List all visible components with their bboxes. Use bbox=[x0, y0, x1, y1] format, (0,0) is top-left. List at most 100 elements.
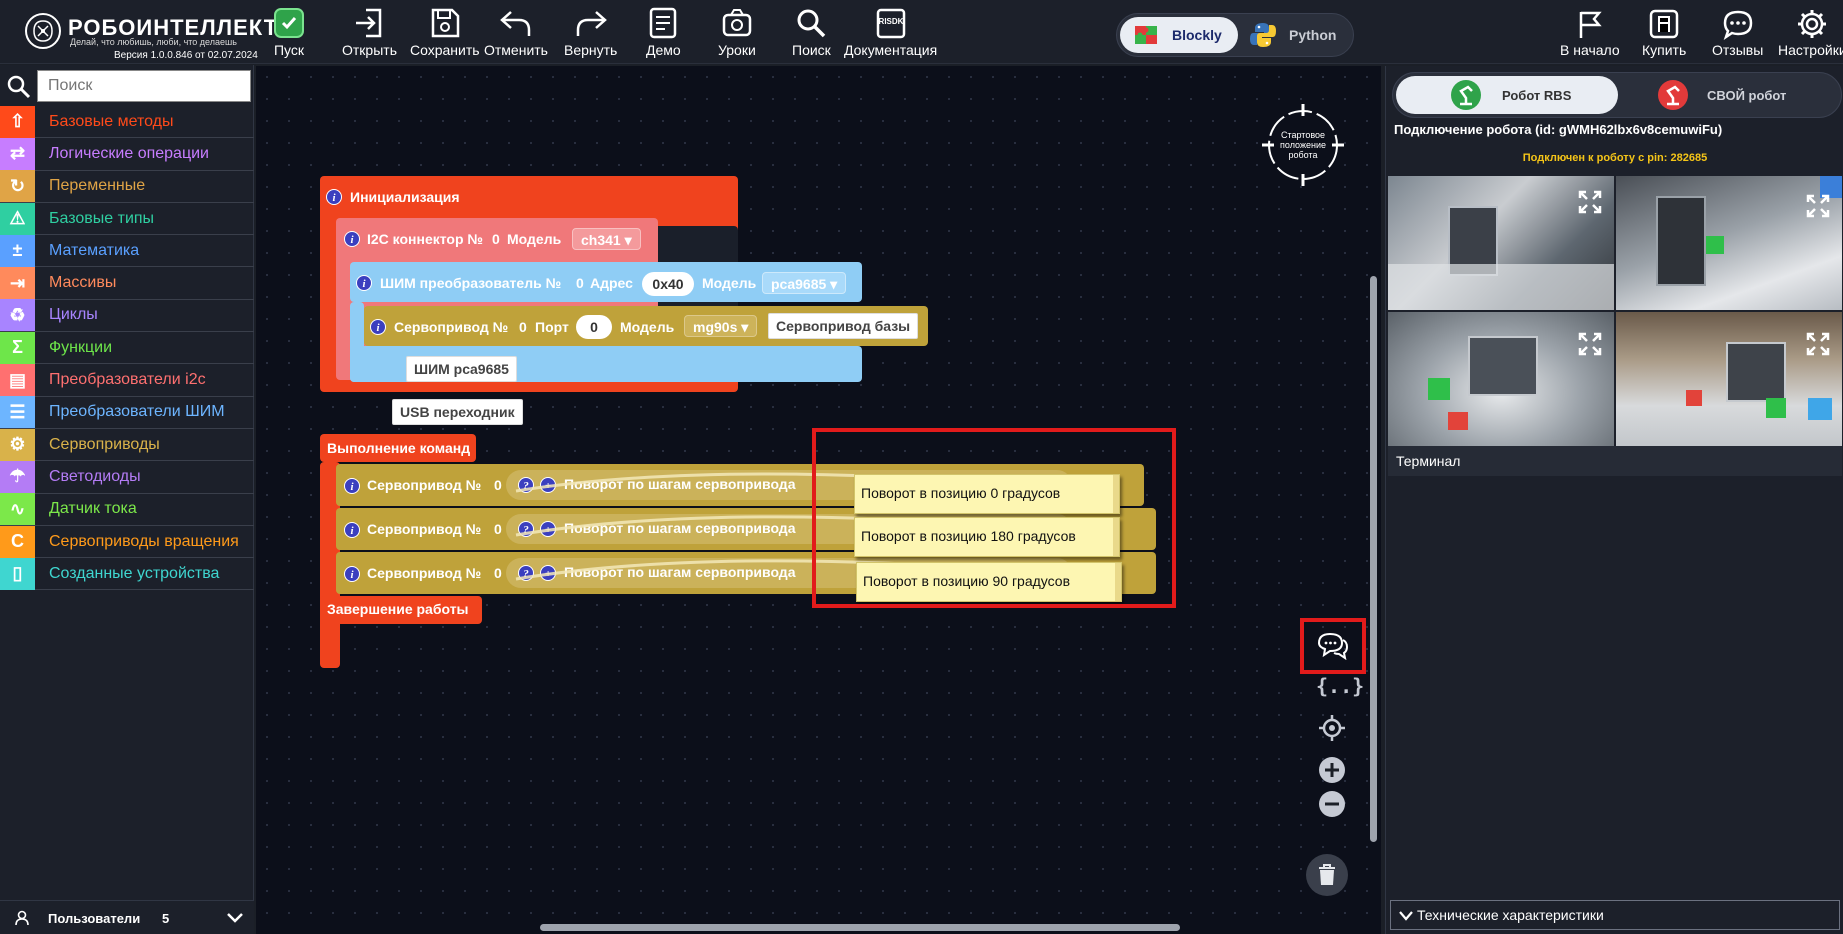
lessons-button[interactable]: Уроки bbox=[718, 6, 756, 58]
buy-button[interactable]: Купить bbox=[1642, 8, 1686, 58]
run-button[interactable]: Пуск bbox=[272, 6, 306, 58]
command-num: 0 bbox=[494, 565, 502, 581]
category-item[interactable]: ☰Преобразователи ШИМ bbox=[0, 396, 254, 429]
category-item[interactable]: ▯Созданные устройства bbox=[0, 557, 254, 591]
code-view-icon[interactable]: {..} bbox=[1316, 674, 1365, 698]
trash-button[interactable] bbox=[1306, 854, 1348, 896]
category-item[interactable]: ⚙Сервоприводы bbox=[0, 428, 254, 462]
servo-model-dropdown[interactable]: mg90s ▾ bbox=[684, 315, 758, 337]
servo-port-field[interactable]: 0 bbox=[576, 315, 612, 339]
category-item[interactable]: ⚠Базовые типы bbox=[0, 202, 254, 236]
users-label: Пользователи bbox=[48, 911, 141, 926]
info-icon[interactable]: i bbox=[344, 231, 360, 247]
pwm-name-field[interactable]: ШИМ pca9685 bbox=[406, 356, 517, 382]
camera-feed[interactable] bbox=[1388, 312, 1614, 446]
camera-robot-shape bbox=[1656, 196, 1706, 286]
category-item[interactable]: ⇧Базовые методы bbox=[0, 105, 254, 139]
command-label: Сервопривод № bbox=[367, 521, 482, 537]
open-button[interactable]: Открыть bbox=[342, 6, 397, 58]
info-icon[interactable]: i bbox=[344, 566, 360, 582]
home-button[interactable]: В начало bbox=[1560, 8, 1620, 58]
start-position-widget[interactable]: Стартовое положение робота bbox=[1262, 104, 1344, 186]
fullscreen-icon[interactable] bbox=[1806, 194, 1830, 218]
servo-name-field[interactable]: Сервопривод базы bbox=[768, 313, 919, 339]
category-item[interactable]: ∿Датчик тока bbox=[0, 493, 254, 526]
fullscreen-icon[interactable] bbox=[1806, 332, 1830, 356]
blockly-workspace[interactable]: Стартовое положение робота i Инициализац… bbox=[256, 66, 1381, 934]
save-label: Сохранить bbox=[410, 42, 480, 58]
category-item[interactable]: ▤Преобразователи i2c bbox=[0, 364, 254, 397]
redo-button[interactable]: Вернуть bbox=[564, 6, 617, 58]
run-icon bbox=[274, 8, 304, 38]
category-label: Функции bbox=[49, 338, 113, 356]
i2c-label: I2C коннектор № bbox=[367, 231, 484, 247]
category-item[interactable]: ☂Светодиоды bbox=[0, 460, 254, 494]
comment-resize-handle[interactable] bbox=[1115, 563, 1121, 601]
category-item[interactable]: ±Математика bbox=[0, 234, 254, 268]
terminal-header[interactable]: Терминал bbox=[1388, 446, 1842, 476]
demo-button[interactable]: Демо bbox=[646, 6, 681, 58]
execute-block-label: Выполнение команд bbox=[327, 440, 471, 456]
pwm-model-dropdown[interactable]: pca9685 ▾ bbox=[762, 272, 847, 294]
redo-icon bbox=[576, 11, 607, 36]
camera-floor-shape bbox=[1388, 264, 1614, 310]
block-comment[interactable]: Поворот в позицию 90 градусов bbox=[856, 562, 1122, 602]
info-icon[interactable]: i bbox=[344, 478, 360, 494]
camera-feed[interactable] bbox=[1616, 176, 1842, 310]
led-icon: ☂ bbox=[0, 460, 35, 493]
category-label: Логические операции bbox=[49, 144, 209, 162]
blockly-mode-button[interactable]: Blockly bbox=[1120, 17, 1238, 53]
comment-resize-handle[interactable] bbox=[1113, 475, 1119, 513]
docs-button[interactable]: RISDK Документация bbox=[844, 6, 937, 58]
flag-icon bbox=[1579, 11, 1602, 38]
category-item[interactable]: ♻Циклы bbox=[0, 299, 254, 333]
execute-block[interactable] bbox=[320, 434, 476, 462]
zoom-out-icon[interactable] bbox=[1318, 790, 1346, 818]
category-item[interactable]: ⇥Массивы bbox=[0, 267, 254, 300]
recenter-icon[interactable] bbox=[1318, 714, 1346, 742]
info-icon[interactable]: i bbox=[370, 319, 386, 335]
toolbox-search-input[interactable] bbox=[37, 70, 251, 102]
info-icon[interactable]: i bbox=[326, 189, 342, 205]
python-mode-button[interactable]: Python bbox=[1241, 17, 1351, 53]
tab-robot-rbs[interactable]: Робот RBS bbox=[1396, 76, 1618, 114]
user-icon bbox=[15, 910, 29, 926]
loops-icon: ♻ bbox=[0, 299, 35, 332]
horizontal-scrollbar[interactable] bbox=[540, 924, 1180, 931]
users-bar[interactable]: Пользователи 5 bbox=[0, 900, 254, 934]
i2c-model-dropdown[interactable]: ch341 ▾ bbox=[572, 228, 641, 250]
block-comment[interactable]: Поворот в позицию 0 градусов bbox=[854, 474, 1120, 514]
fullscreen-icon[interactable] bbox=[1578, 190, 1602, 214]
pwm-address-field[interactable]: 0x40 bbox=[642, 272, 694, 296]
info-icon[interactable]: i bbox=[356, 275, 372, 291]
tab-own-robot[interactable]: СВОЙ робот bbox=[1621, 76, 1839, 114]
camera-feed[interactable] bbox=[1616, 312, 1842, 446]
servo-model-label: Модель bbox=[620, 319, 675, 335]
info-icon[interactable]: i bbox=[344, 522, 360, 538]
connection-status: Подключение робота (id: gWMH62lbx6v8cemu… bbox=[1394, 122, 1723, 137]
zoom-in-icon[interactable] bbox=[1318, 756, 1346, 784]
pwm-icon: ☰ bbox=[0, 396, 35, 429]
vertical-scrollbar[interactable] bbox=[1370, 276, 1377, 842]
save-button[interactable]: Сохранить bbox=[410, 6, 480, 58]
category-item[interactable]: ⇄Логические операции bbox=[0, 137, 254, 171]
comment-resize-handle[interactable] bbox=[1113, 518, 1119, 556]
buy-label: Купить bbox=[1642, 42, 1687, 58]
usb-name-field[interactable]: USB переходник bbox=[392, 399, 523, 425]
block-comment[interactable]: Поворот в позицию 180 градусов bbox=[854, 517, 1120, 557]
settings-button[interactable]: Настройки bbox=[1778, 8, 1843, 58]
category-item[interactable]: ↻Переменные bbox=[0, 170, 254, 203]
camera-feed[interactable] bbox=[1388, 176, 1614, 310]
comments-icon[interactable] bbox=[1317, 630, 1349, 660]
finish-block[interactable] bbox=[320, 596, 482, 624]
toolbox-search bbox=[0, 68, 254, 104]
fullscreen-icon[interactable] bbox=[1578, 332, 1602, 356]
settings-label: Настройки bbox=[1778, 42, 1843, 58]
feedback-button[interactable]: Отзывы bbox=[1712, 8, 1763, 58]
search-button[interactable]: Поиск bbox=[792, 6, 831, 58]
tech-specs-toggle[interactable]: Технические характеристики bbox=[1390, 900, 1840, 930]
undo-button[interactable]: Отменить bbox=[484, 6, 548, 58]
command-num: 0 bbox=[494, 477, 502, 493]
